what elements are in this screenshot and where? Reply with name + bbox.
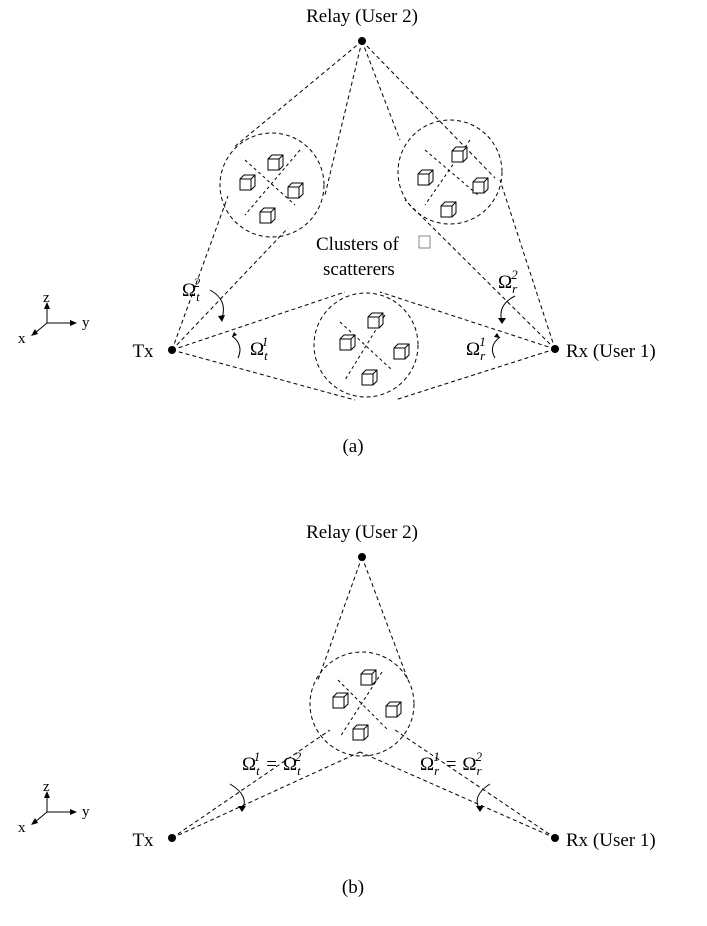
clusters-label-line2: scatterers (323, 259, 395, 280)
omega-t-equal-b: Ωt1=Ωt2 (242, 749, 302, 778)
omega-r2-a: Ωr2 (498, 267, 518, 296)
tx-label-a: Tx (132, 341, 154, 362)
tx-node-a (168, 346, 176, 354)
panel-b: Relay (User 2) Tx Rx (User 1) Ωt1=Ωt2 Ωr… (18, 522, 656, 898)
axis-z-label-b: z (43, 779, 50, 795)
axis-z-label-a: z (43, 290, 50, 306)
axes-indicator-b: z y x (18, 779, 90, 836)
rx-node-b (551, 834, 559, 842)
axis-x-label-a: x (18, 331, 26, 347)
cluster-circle-bottom (313, 292, 419, 398)
panel-a-links (171, 40, 556, 401)
scatterer-cluster-left (239, 149, 304, 224)
axis-y-label-b: y (82, 804, 90, 820)
scatterer-cluster-right (417, 139, 489, 218)
arc-t2-a (209, 289, 224, 319)
missing-glyph-box (418, 235, 431, 249)
relay-node-a (358, 37, 366, 45)
axis-y-label-a: y (82, 315, 90, 331)
panel-a: Relay (User 2) Tx Rx (User 1) Clusters o… (18, 6, 656, 457)
cluster-circle-right (397, 119, 503, 225)
axes-indicator-a: z y x (18, 290, 90, 347)
rx-label-b: Rx (User 1) (566, 830, 656, 851)
tx-node-b (168, 834, 176, 842)
axis-x-label-b: x (18, 820, 26, 836)
omega-r-equal-b: Ωr1=Ωr2 (420, 749, 483, 778)
tx-label-b: Tx (132, 830, 154, 851)
arc-r1-a (491, 336, 501, 359)
cluster-circle-left (219, 132, 325, 238)
scatterer-cluster-b (332, 669, 402, 741)
scatterer-cluster-bottom (339, 312, 410, 386)
clusters-label-line1: Clusters of (316, 234, 400, 255)
caption-b: (b) (342, 877, 364, 898)
arc-t1-a (231, 335, 241, 359)
rx-node-a (551, 345, 559, 353)
panel-b-links (171, 556, 556, 839)
relay-node-b (358, 553, 366, 561)
relay-label-a: Relay (User 2) (306, 6, 418, 27)
omega-t2-a: Ωt2 (182, 275, 201, 304)
omega-r1-a: Ωr1 (466, 334, 486, 363)
caption-a: (a) (342, 436, 363, 457)
relay-label-b: Relay (User 2) (306, 522, 418, 543)
omega-t1-a: Ωt1 (250, 334, 268, 363)
cluster-circle-b (309, 651, 415, 757)
rx-label-a: Rx (User 1) (566, 341, 656, 362)
